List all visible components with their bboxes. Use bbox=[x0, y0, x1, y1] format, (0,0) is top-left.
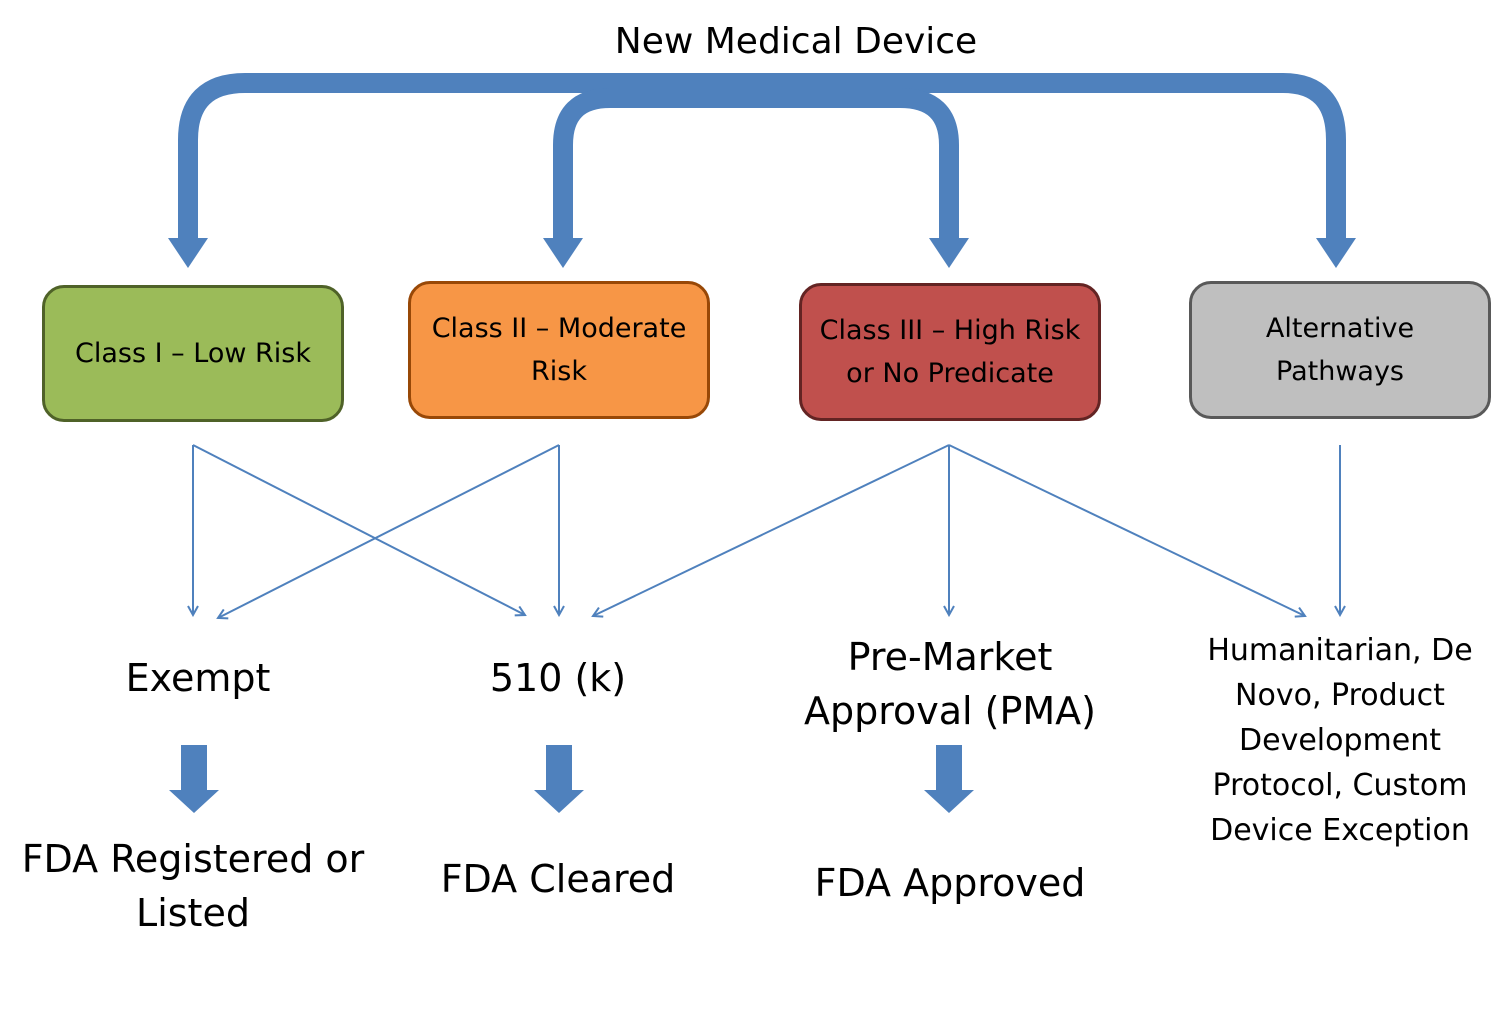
class-i-label: Class I – Low Risk bbox=[75, 338, 311, 369]
diagram-title: New Medical Device bbox=[614, 21, 978, 62]
bracket-connector bbox=[168, 73, 1356, 268]
exempt-to-registered-arrow bbox=[169, 745, 219, 813]
pathway-connectors bbox=[192, 444, 1340, 618]
class-ii-box: Class II – Moderate Risk bbox=[408, 281, 710, 419]
alternative-pathways-label: Alternative Pathways bbox=[1265, 313, 1415, 387]
510k-to-cleared-arrow bbox=[534, 745, 584, 813]
pma-pathway: Pre-Market Approval (PMA) bbox=[803, 635, 1097, 733]
class-i-to-510k bbox=[192, 444, 525, 615]
exempt-pathway: Exempt bbox=[125, 656, 271, 700]
class-iii-to-alternative bbox=[948, 444, 1305, 616]
fda-registered-outcome: FDA Registered or Listed bbox=[21, 837, 365, 935]
class-i-box: Class I – Low Risk bbox=[42, 285, 344, 422]
class-iii-label: Class III – High Risk or No Predicate bbox=[819, 315, 1081, 389]
class-iii-box: Class III – High Risk or No Predicate bbox=[799, 283, 1101, 421]
arrow-to-class-ii bbox=[543, 238, 583, 268]
class-ii-to-exempt bbox=[218, 444, 560, 618]
fda-cleared-outcome: FDA Cleared bbox=[440, 857, 676, 901]
class-ii-label: Class II – Moderate Risk bbox=[431, 313, 687, 387]
class-iii-to-510k bbox=[593, 444, 950, 616]
fda-approved-outcome: FDA Approved bbox=[814, 861, 1086, 905]
arrow-to-class-iii bbox=[929, 238, 969, 268]
510k-pathway: 510 (k) bbox=[489, 656, 627, 700]
alternative-pathways-list: Humanitarian, De Novo, Product Developme… bbox=[1207, 633, 1473, 848]
arrow-to-class-i bbox=[168, 238, 208, 268]
pma-to-approved-arrow bbox=[924, 745, 974, 813]
alternative-pathways-box: Alternative Pathways bbox=[1189, 281, 1491, 419]
arrow-to-alternative bbox=[1316, 238, 1356, 268]
